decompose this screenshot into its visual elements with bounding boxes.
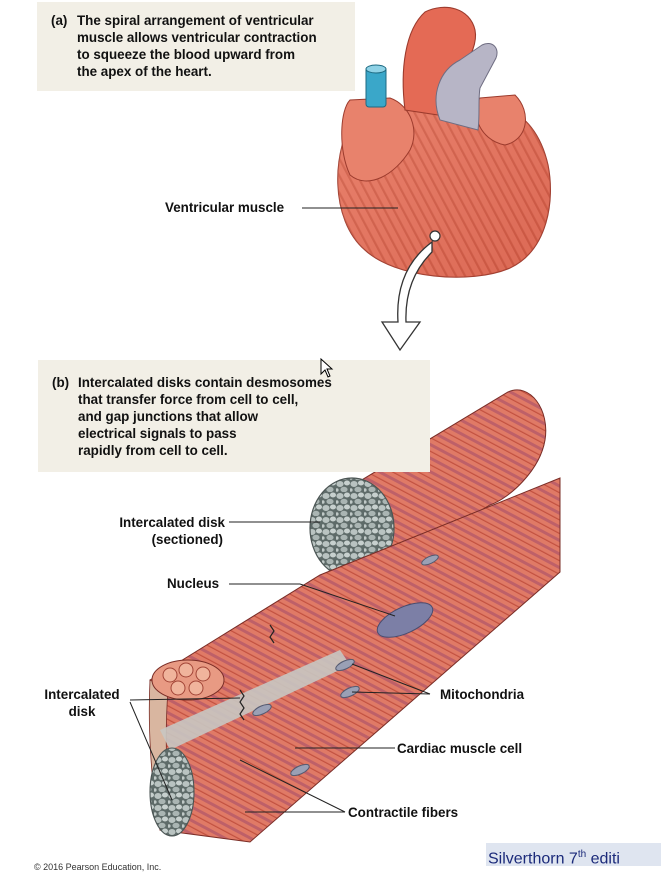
caption-b-line: electrical signals to pass (78, 426, 237, 441)
caption-b-line: Intercalated disks contain desmosomes (78, 375, 332, 390)
label-cardiac-muscle-cell: Cardiac muscle cell (397, 741, 523, 756)
copyright-notice: © 2016 Pearson Education, Inc. (34, 862, 162, 872)
label-ventricular-muscle: Ventricular muscle (165, 200, 285, 215)
caption-b-line: that transfer force from cell to cell, (78, 392, 299, 407)
zoom-arrow (380, 240, 433, 352)
label-line: disk (68, 704, 96, 719)
caption-a-line: muscle allows ventricular contraction (77, 30, 317, 45)
pulmonary-artery (435, 43, 498, 131)
caption-panel-a: (a) The spiral arrangement of ventricula… (37, 2, 355, 91)
lower-disk-face (149, 747, 195, 837)
mitochondrion (290, 763, 310, 777)
cardiac-muscle-illustration (129, 389, 561, 843)
panel-a-tag: (a) (51, 13, 68, 28)
caption-b-line: rapidly from cell to cell. (78, 443, 228, 458)
left-atrium (341, 97, 415, 182)
caption-a-line: to squeeze the blood upward from (77, 47, 295, 62)
nucleus-shape (376, 602, 434, 638)
caption-b-text: (b) Intercalated disks contain desmosome… (52, 374, 332, 459)
heart-illustration (302, 6, 551, 278)
label-mitochondria: Mitochondria (440, 687, 525, 702)
label-line: Intercalated (44, 687, 120, 702)
panel-b-tag: (b) (52, 375, 70, 390)
source-main: Silverthorn 7 (488, 850, 578, 866)
mouse-cursor-icon (320, 358, 334, 378)
caption-b-line: and gap junctions that allow (78, 409, 259, 424)
apex-marker (429, 230, 441, 242)
mitochondrion (335, 658, 355, 672)
label-line: (sectioned) (151, 532, 223, 547)
caption-a-text: (a) The spiral arrangement of ventricula… (51, 12, 317, 80)
source-sup: th (577, 849, 587, 860)
caption-a-line: the apex of the heart. (77, 64, 212, 79)
caption-a-line: The spiral arrangement of ventricular (77, 13, 314, 28)
label-intercalated-disk: Intercalated disk (38, 686, 126, 720)
upper-muscle-fiber (344, 389, 547, 586)
caption-panel-b: (b) Intercalated disks contain desmosome… (38, 360, 430, 472)
label-intercalated-disk-sectioned: Intercalated disk (sectioned) (105, 514, 225, 548)
source-tail: editi (586, 850, 620, 866)
mitochondrion (252, 703, 272, 717)
mitochondrion (421, 554, 439, 566)
label-line: Intercalated disk (119, 515, 225, 530)
label-nucleus: Nucleus (167, 576, 220, 591)
label-contractile-fibers: Contractile fibers (348, 805, 459, 820)
mitochondrion (340, 685, 360, 699)
source-note: Silverthorn 7th editi (486, 843, 661, 866)
